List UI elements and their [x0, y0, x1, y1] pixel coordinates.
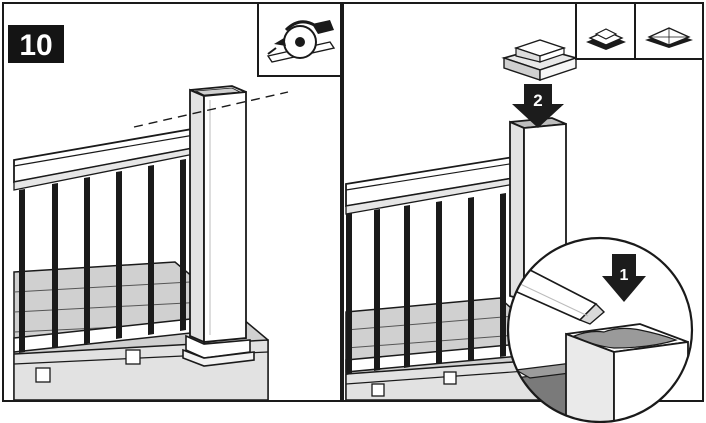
post-cap-options-inset [576, 3, 703, 59]
left-panel: 10 [3, 3, 341, 401]
step-number: 10 [19, 29, 52, 62]
arrow-label-2: 2 [533, 91, 542, 110]
adhesive-detail-zoom: 1 [508, 238, 692, 423]
circular-saw-icon [258, 3, 341, 76]
right-panel: 2 [343, 3, 703, 423]
post [183, 86, 254, 366]
arrow-label-1: 1 [620, 267, 629, 284]
